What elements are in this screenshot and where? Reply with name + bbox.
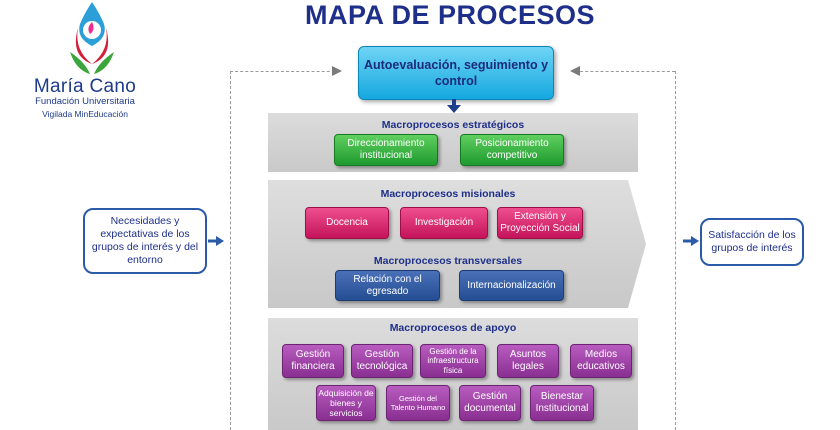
dashed-frame-right (675, 71, 676, 430)
brand-subtitle: Fundación Universitaria (35, 96, 135, 107)
process-medios-educativos[interactable]: Medios educativos (570, 344, 632, 378)
process-internacionalizacion[interactable]: Internacionalización (459, 270, 564, 301)
process-direccionamiento[interactable]: Direccionamiento institucional (334, 134, 438, 166)
dashed-frame-left (230, 71, 231, 430)
process-bienestar[interactable]: Bienestar Institucional (530, 385, 594, 421)
dashed-connector-left (230, 71, 340, 72)
strategic-panel: Macroprocesos estratégicos Direccionamie… (268, 113, 638, 172)
process-talento-humano[interactable]: Gestión del Talento Humano (386, 385, 450, 421)
dashed-connector-right (575, 71, 675, 72)
brand-tagline: Vigilada MinEducación (42, 109, 128, 119)
process-docencia[interactable]: Docencia (305, 207, 389, 239)
evaluation-control-box[interactable]: Autoevaluación, seguimiento y control (358, 46, 554, 100)
arrow-right-icon (332, 66, 342, 76)
process-extension[interactable]: Extensión y Proyección Social (497, 207, 583, 239)
process-posicionamiento[interactable]: Posicionamiento competitivo (460, 134, 564, 166)
arrow-right-icon (683, 236, 699, 246)
process-adquisicion[interactable]: Adquisición de bienes y servicios (316, 385, 376, 421)
process-gestion-tecnologica[interactable]: Gestión tecnológica (351, 344, 413, 378)
process-infraestructura[interactable]: Gestión de la infraestructura física (420, 344, 486, 378)
process-egresado[interactable]: Relación con el egresado (335, 270, 440, 301)
transversal-heading: Macroprocesos transversales (373, 255, 523, 267)
process-gestion-documental[interactable]: Gestión documental (459, 385, 521, 421)
process-gestion-financiera[interactable]: Gestión financiera (282, 344, 344, 378)
logo (40, 0, 160, 125)
inputs-box[interactable]: Necesidades y expectativas de los grupos… (83, 208, 207, 274)
arrow-left-icon (570, 66, 580, 76)
arrow-down-icon (447, 99, 461, 113)
logo-icon (70, 2, 114, 74)
arrow-right-icon (208, 236, 224, 246)
process-investigacion[interactable]: Investigación (400, 207, 488, 239)
brand-name: María Cano (33, 76, 137, 97)
support-heading: Macroprocesos de apoyo (389, 322, 517, 334)
page-title: MAPA DE PROCESOS (304, 0, 596, 30)
missional-heading: Macroprocesos misionales (380, 188, 516, 200)
strategic-heading: Macroprocesos estratégicos (381, 119, 525, 131)
outputs-box[interactable]: Satisfacción de los grupos de interés (700, 218, 804, 266)
process-asuntos-legales[interactable]: Asuntos legales (497, 344, 559, 378)
